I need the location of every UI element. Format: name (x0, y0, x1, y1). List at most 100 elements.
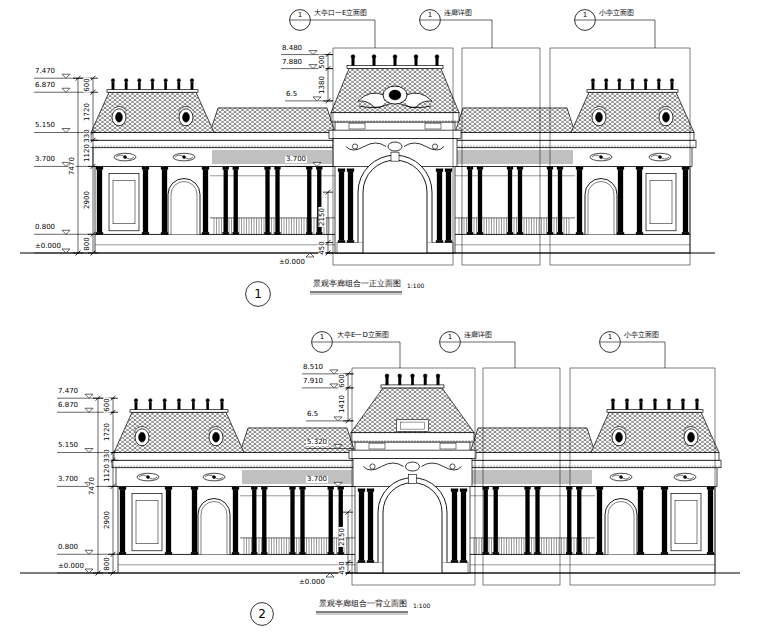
elevation-drawing (670, 79, 673, 82)
elevation-drawing (358, 93, 384, 108)
dimension-text: 450 (319, 240, 326, 255)
elevation-drawing (383, 483, 442, 573)
scale-text: 1:100 (412, 603, 431, 609)
elevation-drawing (316, 232, 322, 234)
elevation-drawing (406, 93, 432, 108)
callout-number: 1 (298, 12, 302, 19)
annotation-line (348, 512, 349, 573)
elevation-drawing (401, 104, 431, 108)
elevation-drawing (338, 169, 345, 172)
elevation-label: 7.910 (302, 378, 324, 385)
elevation-drawing (663, 112, 670, 122)
elevation-drawing (221, 402, 223, 409)
elevation-drawing (483, 486, 489, 489)
elevation-drawing (183, 156, 186, 159)
view-number: 1 (254, 288, 262, 300)
elevation-drawing (233, 166, 239, 169)
elevation-drawing (696, 402, 698, 409)
elevation-drawing (349, 450, 476, 458)
elevation-drawing (398, 374, 402, 378)
elevation-drawing (224, 169, 228, 232)
elevation-drawing (683, 169, 688, 232)
elevation-label: 7.470 (57, 388, 79, 395)
elevation-drawing (708, 489, 713, 552)
elevation-drawing (202, 232, 209, 234)
elevation-drawing (139, 475, 157, 479)
annotation-line (310, 292, 402, 293)
elevation-drawing (91, 92, 214, 132)
elevation-drawing (684, 476, 687, 479)
annotation-line (62, 249, 70, 253)
circle-divider (290, 20, 311, 21)
elevation-drawing (605, 499, 637, 555)
callout-number: 1 (320, 334, 324, 341)
elevation-label: 8.510 (302, 364, 324, 371)
elevation-drawing (484, 489, 488, 552)
elevation-label: 3.700 (57, 476, 79, 483)
elevation-drawing (351, 433, 474, 442)
elevation-drawing (191, 486, 198, 489)
elevation-drawing (114, 412, 244, 452)
elevation-drawing (671, 82, 673, 89)
elevation-drawing (178, 82, 180, 89)
dimension-text: 600 (339, 373, 346, 388)
elevation-drawing (474, 538, 589, 554)
elevation-label: 6.870 (57, 402, 79, 409)
elevation-drawing (566, 552, 572, 554)
elevation-drawing (306, 232, 312, 234)
elevation-drawing (470, 495, 595, 496)
annotation-line (98, 398, 99, 573)
elevation-drawing (210, 108, 335, 133)
elevation-drawing (612, 429, 626, 446)
elevation-label: 7.470 (34, 68, 56, 75)
elevation-drawing (631, 79, 634, 82)
elevation-drawing (461, 492, 466, 561)
annotation-line (461, 342, 515, 368)
elevation-drawing (223, 232, 229, 234)
elevation-drawing (557, 166, 563, 169)
annotation-line (306, 420, 354, 421)
elevation-drawing (275, 166, 281, 169)
elevation-drawing (213, 150, 331, 164)
elevation-drawing (576, 552, 582, 554)
dimension-text: 600 (84, 78, 91, 93)
annotation-line (441, 20, 492, 48)
elevation-drawing (651, 155, 669, 159)
circle-divider (312, 342, 333, 343)
view-title: 景观亭廊组合一背立面图 (318, 600, 408, 608)
elevation-drawing (386, 377, 389, 385)
elevation-drawing (659, 156, 662, 159)
elevation-drawing (661, 552, 668, 554)
annotation-line (348, 374, 349, 421)
callout-title: 小亭立面图 (598, 10, 635, 17)
elevation-drawing (432, 144, 437, 149)
callout-title: 小亭立面图 (623, 332, 660, 339)
elevation-drawing (349, 123, 365, 129)
elevation-drawing (393, 55, 397, 59)
elevation-drawing (135, 429, 149, 446)
elevation-drawing (351, 388, 474, 433)
annotation-line (309, 65, 317, 69)
elevation-drawing (233, 489, 238, 552)
elevation-drawing (179, 109, 193, 126)
elevation-drawing (535, 486, 541, 489)
dimension-text: 7470 (69, 156, 76, 176)
elevation-drawing (20, 374, 740, 573)
elevation-label: 3.700 (34, 156, 56, 163)
elevation-drawing (119, 486, 126, 489)
elevation-drawing (682, 402, 684, 409)
elevation-drawing (173, 153, 195, 161)
elevation-drawing (422, 463, 462, 470)
elevation-drawing (206, 399, 209, 402)
elevation-drawing (359, 104, 389, 108)
elevation-drawing (566, 486, 572, 489)
elevation-drawing (147, 476, 150, 479)
elevation-drawing (401, 422, 425, 429)
annotation-line (570, 368, 715, 585)
elevation-drawing (138, 79, 141, 82)
elevation-drawing (436, 374, 440, 378)
elevation-drawing (605, 82, 607, 89)
elevation-drawing (214, 218, 329, 234)
elevation-drawing (192, 402, 194, 409)
elevation-drawing (517, 232, 523, 234)
